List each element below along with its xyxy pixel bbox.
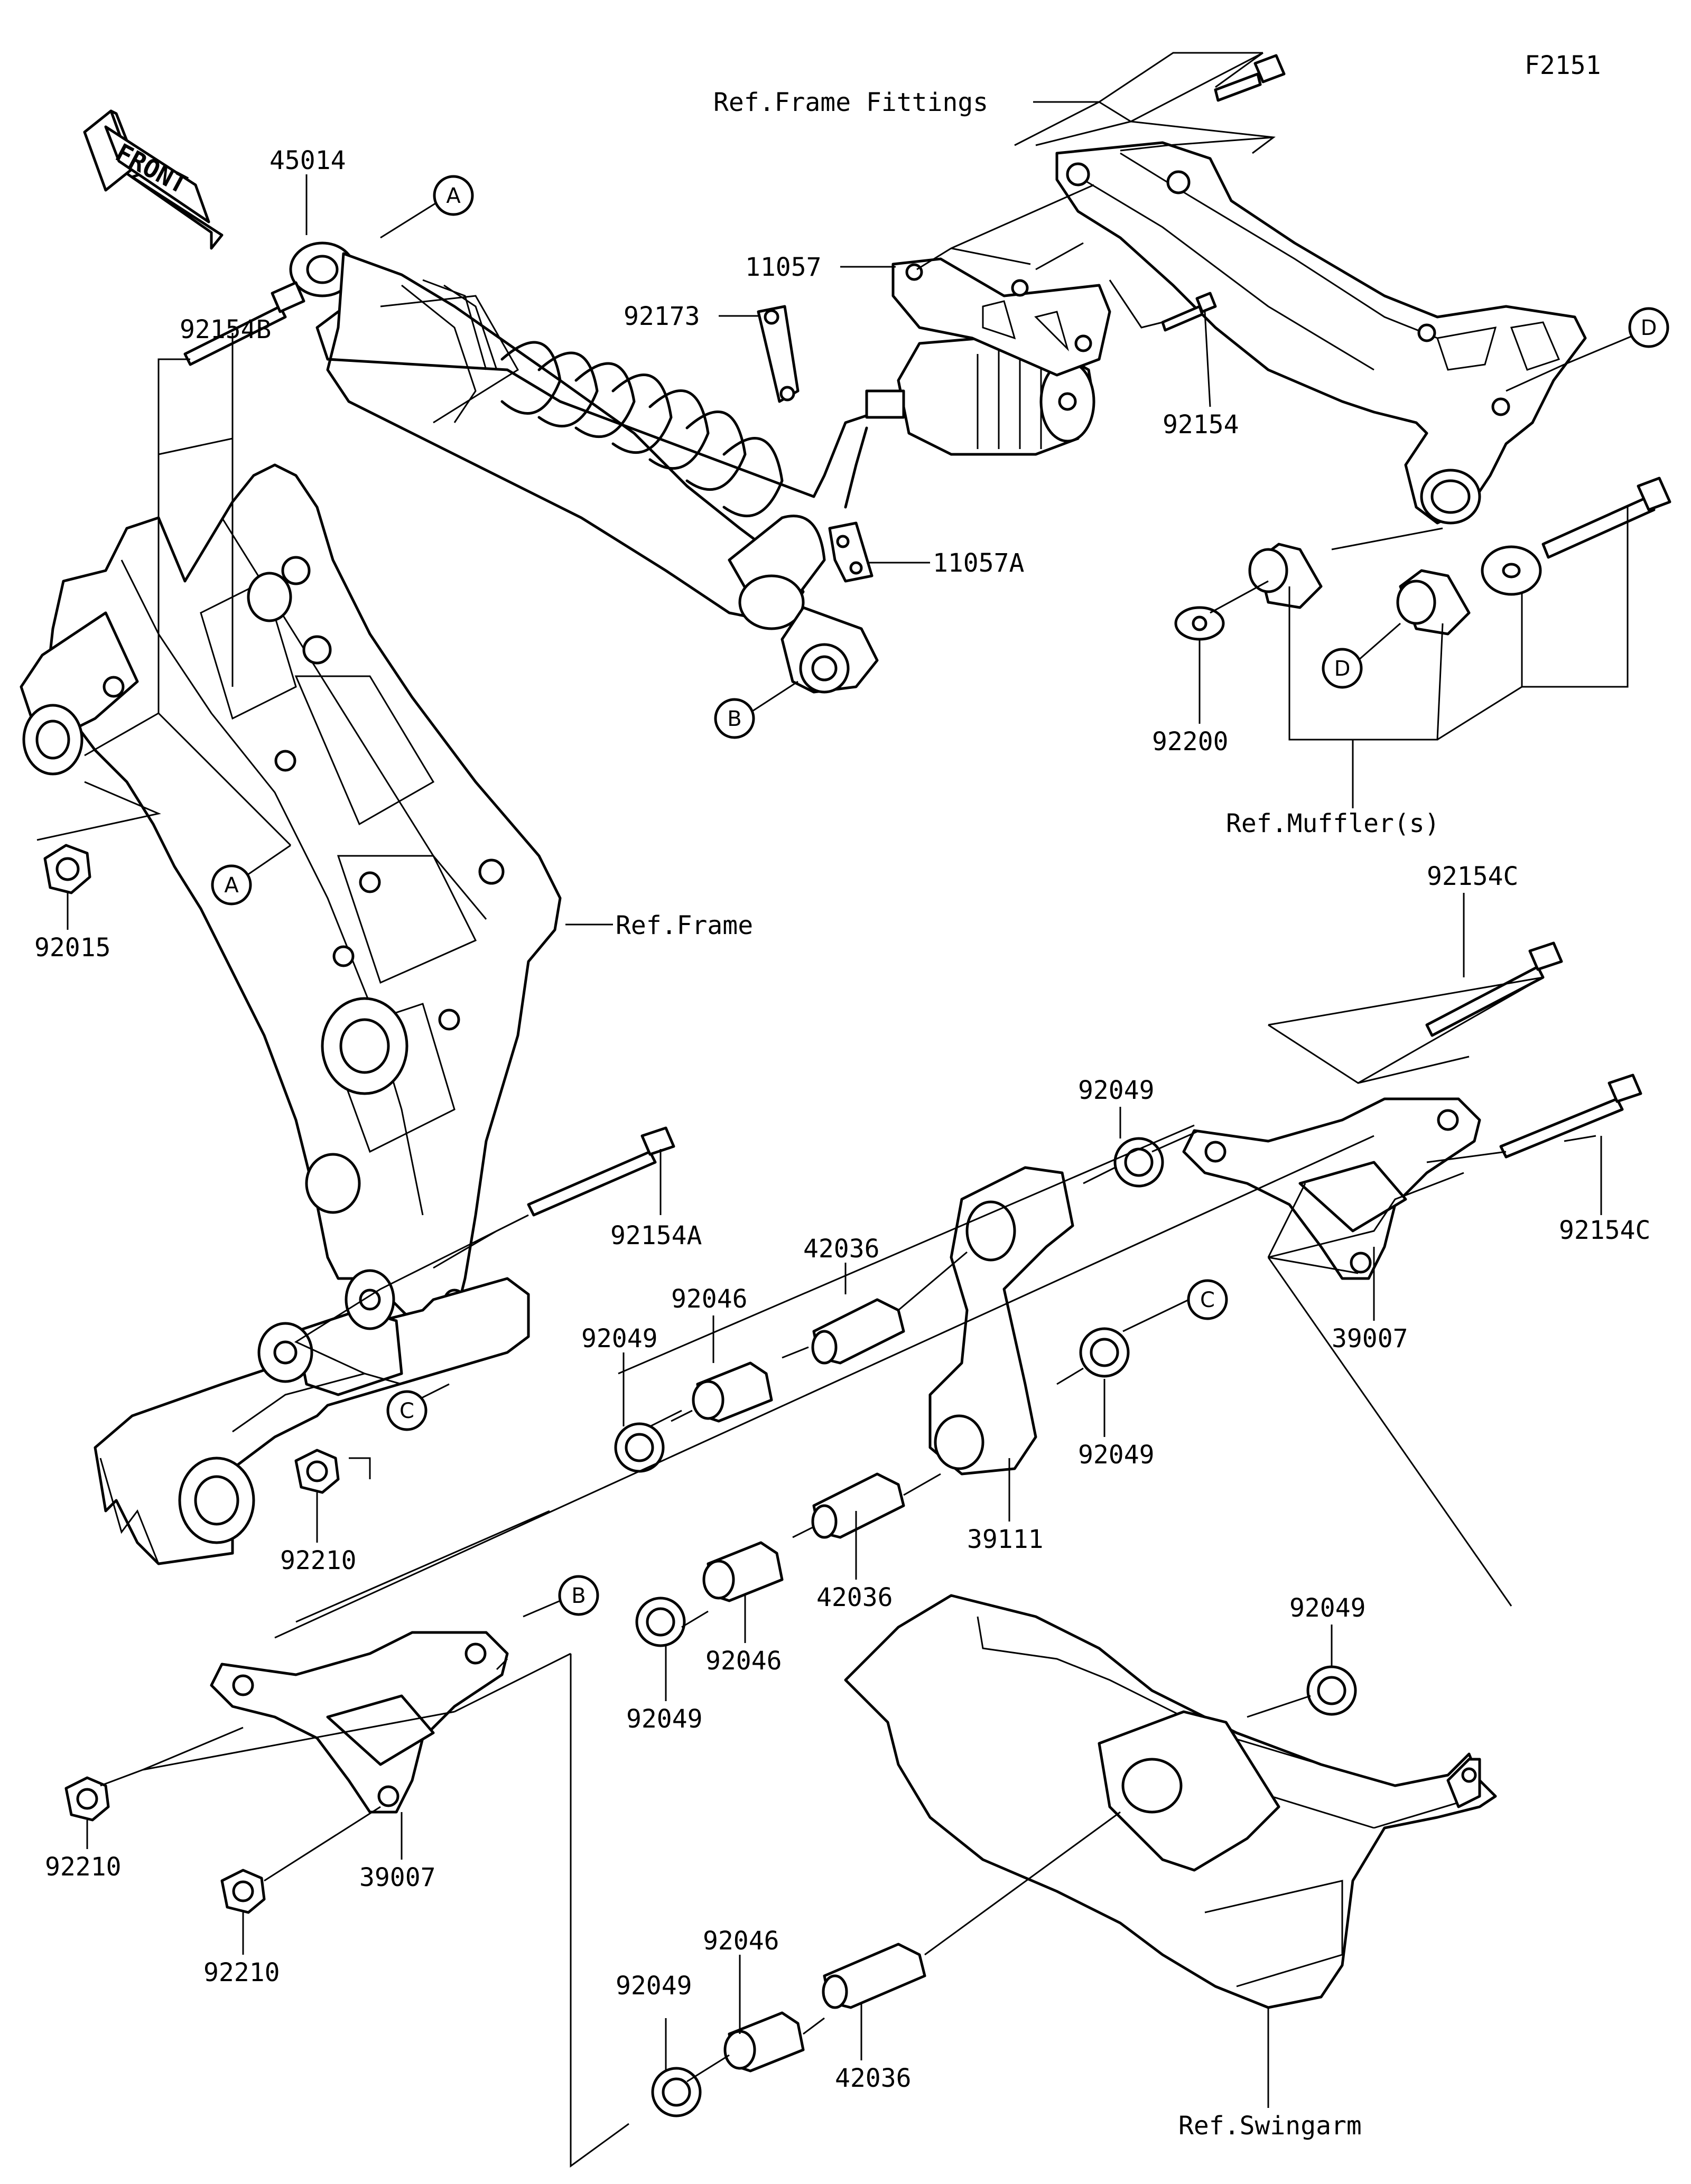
bearing-92046-b — [702, 1541, 784, 1602]
ref-frame: Ref.Frame — [616, 911, 753, 940]
part-label-92154C-top: 92154C — [1427, 862, 1518, 891]
bearing-92046-a — [692, 1361, 773, 1423]
part-label-11057: 11057 — [745, 253, 822, 282]
bolt-92154C-top — [1425, 941, 1563, 1037]
part-label-42036-c: 42036 — [835, 2064, 912, 2093]
bolt-92154A — [527, 1126, 675, 1217]
callout-B-upper: B — [714, 698, 755, 739]
seal-92049-c — [1079, 1327, 1130, 1378]
clip-92173 — [757, 305, 800, 403]
part-label-92046-c: 92046 — [703, 1926, 779, 1956]
callout-D-lower: D — [1322, 648, 1363, 689]
svg-text:C: C — [1200, 1288, 1215, 1312]
swingarm-drawing — [844, 1594, 1497, 2009]
part-label-39007-right: 39007 — [1332, 1324, 1408, 1354]
collar-42036-c — [822, 1943, 926, 2009]
tie-rod-39007-right — [1182, 1097, 1481, 1280]
front-arrow-icon: FRONT — [83, 109, 224, 250]
nut-92210-a — [294, 1449, 340, 1494]
frame-lower-drawing — [94, 1269, 530, 1565]
callout-C-left: C — [386, 1390, 428, 1431]
svg-text:D: D — [1641, 316, 1657, 340]
part-label-42036-b: 42036 — [816, 1583, 893, 1612]
nut-92210-b — [64, 1776, 110, 1822]
part-label-92210-b: 92210 — [45, 1852, 122, 1882]
ref-swingarm: Ref.Swingarm — [1178, 2111, 1362, 2141]
part-label-92154: 92154 — [1163, 410, 1239, 440]
nut-92210-c — [220, 1869, 266, 1914]
part-label-45014: 45014 — [270, 146, 346, 175]
seal-92049-a — [1113, 1137, 1164, 1188]
nut-92015 — [43, 844, 91, 894]
collar-42036-b — [811, 1472, 905, 1539]
callout-A-upper: A — [433, 175, 474, 216]
tie-rod-39007-left — [210, 1631, 509, 1814]
part-label-92173: 92173 — [624, 302, 700, 331]
part-label-11057A: 11057A — [933, 548, 1024, 578]
svg-text:B: B — [571, 1584, 586, 1608]
part-label-42036-a: 42036 — [803, 1234, 880, 1264]
callout-C-right: C — [1187, 1279, 1228, 1320]
part-label-92154A: 92154A — [610, 1221, 702, 1250]
bearing-92046-c — [723, 2011, 805, 2073]
svg-text:D: D — [1334, 657, 1351, 681]
part-label-92046-a: 92046 — [671, 1284, 748, 1314]
ref-frame-fittings: Ref.Frame Fittings — [713, 88, 988, 117]
muffler-mount-parts — [1174, 477, 1671, 641]
part-label-92049-e: 92049 — [1289, 1593, 1366, 1623]
part-label-92154C-right: 92154C — [1559, 1216, 1650, 1245]
seal-92049-d — [635, 1597, 686, 1647]
part-label-39111: 39111 — [967, 1525, 1044, 1554]
part-label-92049-b: 92049 — [581, 1324, 658, 1354]
collar-42036-a — [811, 1298, 905, 1365]
bolt-92154C-right — [1499, 1074, 1642, 1159]
svg-text:B: B — [727, 707, 741, 731]
part-label-92049-d: 92049 — [626, 1704, 703, 1734]
svg-text:A: A — [224, 873, 239, 898]
bolt-frame-fittings — [1214, 54, 1286, 102]
part-label-92210-a: 92210 — [280, 1546, 357, 1575]
rocker-arm-39111 — [928, 1166, 1074, 1476]
leader-lines — [36, 52, 1647, 2168]
callout-B-lower: B — [558, 1575, 599, 1616]
bracket-11057 — [891, 257, 1111, 377]
part-label-92049-f: 92049 — [616, 1971, 692, 2001]
part-label-92049-a: 92049 — [1078, 1076, 1155, 1105]
bolt-92154B — [183, 281, 305, 366]
svg-text:C: C — [399, 1399, 414, 1423]
seal-92049-e — [1306, 1665, 1357, 1716]
part-label-92015: 92015 — [34, 933, 111, 963]
ref-mufflers: Ref.Muffler(s) — [1226, 809, 1440, 838]
callout-D-upper: D — [1628, 307, 1669, 348]
callout-A-lower: A — [211, 864, 252, 906]
bolt-92154 — [1161, 292, 1217, 332]
part-label-92046-b: 92046 — [705, 1646, 782, 1676]
seal-92049-f — [651, 2067, 702, 2117]
part-label-92049-c: 92049 — [1078, 1440, 1155, 1470]
frame-drawing — [20, 463, 562, 1333]
exhaust-hanger-bracket — [1055, 141, 1587, 525]
part-label-39007-left: 39007 — [359, 1863, 436, 1892]
clip-11057A — [828, 521, 874, 583]
part-label-92210-c: 92210 — [203, 1958, 280, 1987]
part-label-92200: 92200 — [1152, 727, 1229, 757]
figure-code: F2151 — [1525, 51, 1601, 80]
part-label-92154B: 92154B — [180, 315, 271, 344]
svg-text:A: A — [446, 184, 461, 208]
